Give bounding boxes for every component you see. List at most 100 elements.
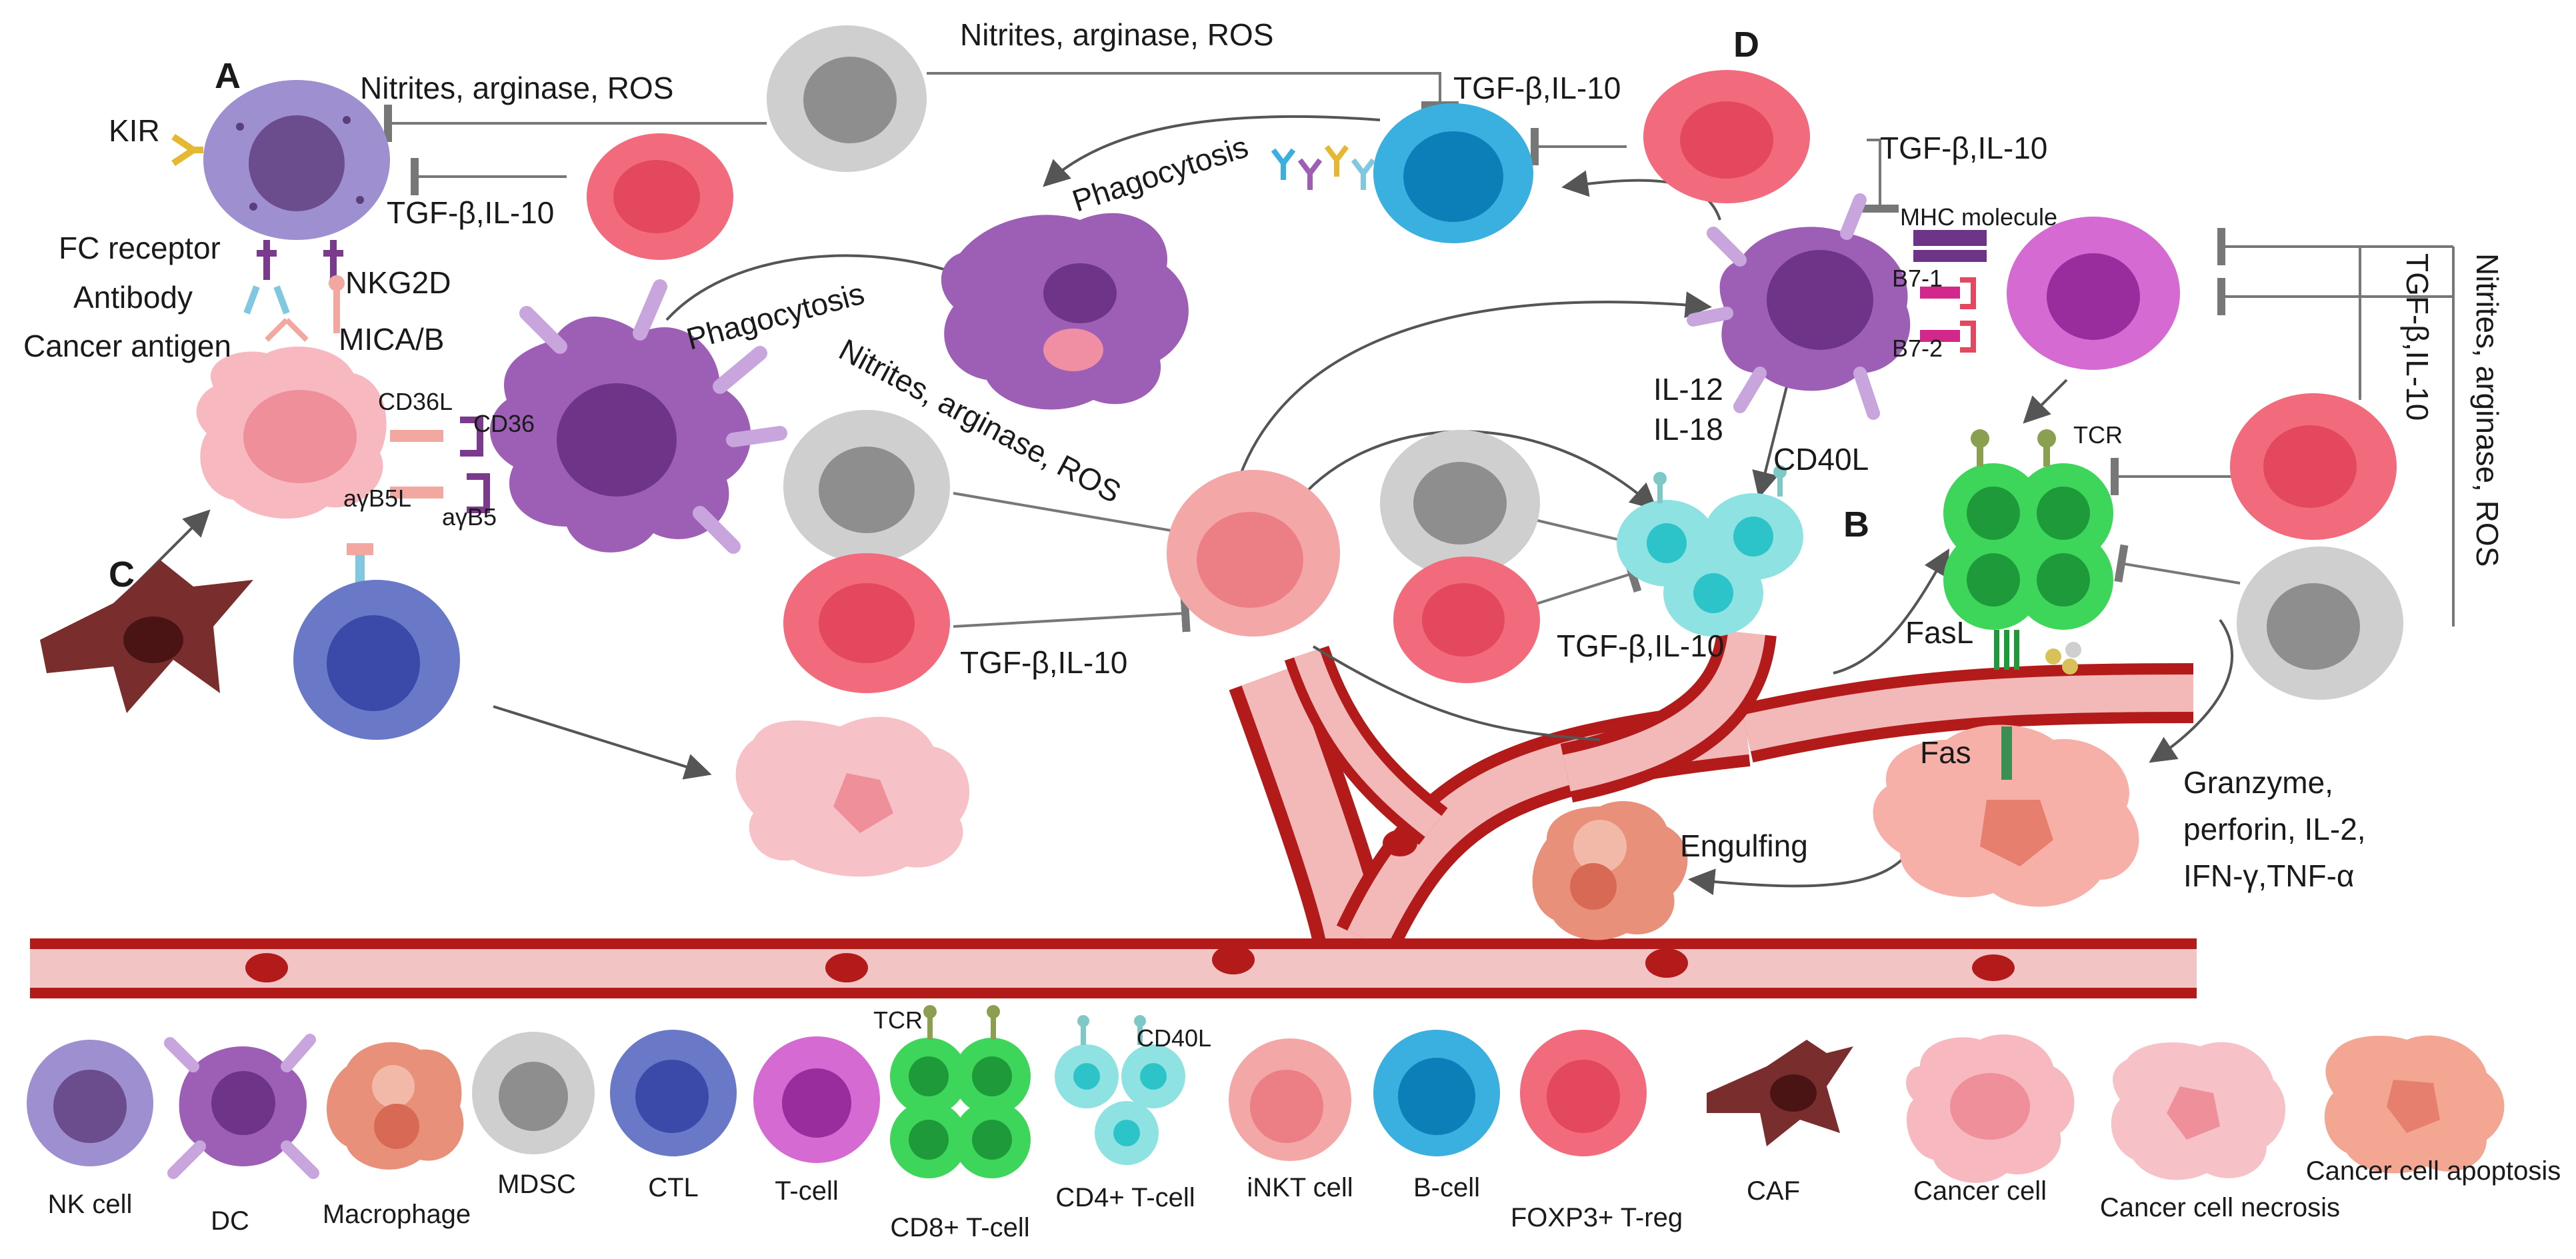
cd8-tcell-cluster bbox=[1943, 429, 2113, 674]
section-letter-d: D bbox=[1733, 25, 1759, 65]
treg-right bbox=[2230, 393, 2397, 540]
label-il12: IL-12 bbox=[1653, 372, 1723, 407]
legend-item-nk: NK cell bbox=[27, 1040, 153, 1219]
treg-d bbox=[1643, 70, 1810, 203]
label-antibody: Antibody bbox=[73, 280, 193, 315]
label-avb5: aγB5 bbox=[442, 503, 497, 531]
label-nitrites-top: Nitrites, arginase, ROS bbox=[960, 17, 1273, 52]
label-granzyme-1: Granzyme, bbox=[2183, 765, 2333, 800]
legend: NK cell DC Macrophage MDSC CTL T-cel bbox=[27, 1005, 2561, 1242]
mdsc-right bbox=[2237, 547, 2403, 700]
label-mica-b: MICA/B bbox=[339, 322, 444, 357]
legend-item-cancer: Cancer cell bbox=[1906, 1034, 2075, 1206]
legend-label-tcell: T-cell bbox=[775, 1176, 839, 1206]
cancer-cell-apoptosis-fas bbox=[1873, 724, 2139, 907]
macrophage-engulfing bbox=[1532, 800, 1688, 940]
dc-top bbox=[941, 213, 1189, 410]
label-fas: Fas bbox=[1920, 735, 1971, 770]
label-b7-2: B7-2 bbox=[1892, 335, 1943, 362]
legend-item-apoptosis: Cancer cell apoptosis bbox=[2306, 1035, 2561, 1186]
kir-receptor bbox=[171, 133, 203, 167]
legend-cd40l-label: CD40L bbox=[1137, 1024, 1211, 1052]
macrophage-dc-mid bbox=[490, 279, 787, 554]
label-cancer-antigen: Cancer antigen bbox=[23, 329, 231, 363]
label-fc-receptor: FC receptor bbox=[59, 231, 221, 265]
label-granzyme-3: IFN-γ,TNF-α bbox=[2183, 858, 2355, 893]
mdsc-b bbox=[1380, 430, 1540, 577]
label-tgf-d: TGF-β,IL-10 bbox=[1880, 131, 2047, 165]
legend-label-ctl: CTL bbox=[648, 1173, 699, 1202]
label-tgf-a: TGF-β,IL-10 bbox=[387, 195, 554, 230]
mdsc-a bbox=[767, 25, 927, 172]
legend-item-ctl: CTL bbox=[610, 1030, 737, 1202]
mhc-b7-synapse bbox=[1913, 230, 1987, 353]
legend-item-mdsc: MDSC bbox=[472, 1032, 595, 1199]
label-right-tgf: TGF-β,IL-10 bbox=[2400, 253, 2435, 421]
label-kir: KIR bbox=[109, 113, 160, 148]
label-nkg2d: NKG2D bbox=[345, 265, 451, 300]
legend-item-macrophage: Macrophage bbox=[323, 1042, 471, 1229]
legend-label-cd4: CD4+ T-cell bbox=[1055, 1183, 1195, 1212]
label-phagocytosis-mid: Phagocytosis bbox=[683, 276, 868, 357]
legend-label-inkt: iNKT cell bbox=[1247, 1173, 1353, 1202]
legend-label-nk: NK cell bbox=[48, 1190, 133, 1219]
label-tgf-b: TGF-β,IL-10 bbox=[1557, 629, 1724, 663]
legend-label-caf: CAF bbox=[1747, 1176, 1800, 1206]
treg-mid bbox=[783, 553, 950, 693]
label-granzyme-2: perforin, IL-2, bbox=[2183, 812, 2366, 846]
legend-label-necrosis: Cancer cell necrosis bbox=[2100, 1193, 2340, 1222]
label-fasl: FasL bbox=[1905, 615, 1973, 650]
legend-item-tcell: T-cell bbox=[753, 1036, 880, 1206]
legend-label-cancer: Cancer cell bbox=[1913, 1176, 2047, 1206]
legend-label-bcell: B-cell bbox=[1413, 1173, 1480, 1202]
legend-label-treg: FOXP3+ T-reg bbox=[1511, 1203, 1683, 1232]
label-right-nitrites: Nitrites, arginase, ROS bbox=[2470, 253, 2505, 567]
section-letter-b: B bbox=[1843, 505, 1869, 545]
cd36-receptor bbox=[347, 417, 490, 600]
dc-d bbox=[1687, 193, 1911, 420]
label-il18: IL-18 bbox=[1653, 412, 1723, 447]
label-nitrites-a: Nitrites, arginase, ROS bbox=[360, 71, 673, 105]
legend-label-cd8: CD8+ T-cell bbox=[890, 1213, 1029, 1242]
cancer-cell-a bbox=[196, 347, 387, 519]
label-tgf-top: TGF-β,IL-10 bbox=[1453, 71, 1621, 105]
label-cd40l: CD40L bbox=[1773, 442, 1869, 477]
ctl-cell-c bbox=[293, 580, 460, 740]
blood-vessel bbox=[30, 629, 2197, 998]
legend-label-apoptosis: Cancer cell apoptosis bbox=[2306, 1156, 2561, 1186]
label-mhc: MHC molecule bbox=[1900, 203, 2057, 231]
label-b7-1: B7-1 bbox=[1892, 265, 1943, 292]
mdsc-mid bbox=[783, 410, 950, 563]
legend-item-dc: DC bbox=[164, 1034, 319, 1236]
legend-label-macrophage: Macrophage bbox=[323, 1200, 471, 1229]
inkt-cell bbox=[1167, 470, 1340, 636]
section-letter-a: A bbox=[215, 56, 241, 96]
label-cd36l: CD36L bbox=[378, 388, 453, 415]
interaction-arrows bbox=[92, 72, 2455, 896]
label-avb5l: aγB5L bbox=[343, 485, 411, 512]
section-letter-c: C bbox=[109, 555, 135, 595]
legend-item-inkt: iNKT cell bbox=[1229, 1038, 1353, 1202]
label-phagocytosis-top: Phagocytosis bbox=[1068, 129, 1252, 219]
cd4-tcell-cluster bbox=[1617, 465, 1803, 636]
legend-item-cd4: CD40L CD4+ T-cell bbox=[1055, 1015, 1211, 1212]
legend-label-mdsc: MDSC bbox=[497, 1170, 576, 1199]
legend-item-cd8: TCR CD8+ T-cell bbox=[873, 1005, 1031, 1242]
bcell-top bbox=[1373, 103, 1533, 243]
caf-cell bbox=[40, 560, 253, 713]
legend-item-necrosis: Cancer cell necrosis bbox=[2100, 1042, 2340, 1222]
legend-item-treg: FOXP3+ T-reg bbox=[1511, 1030, 1683, 1232]
label-tgf-mid: TGF-β,IL-10 bbox=[960, 645, 1127, 680]
legend-label-dc: DC bbox=[211, 1206, 249, 1236]
label-tcr: TCR bbox=[2073, 421, 2123, 449]
label-engulfing: Engulfing bbox=[1680, 828, 1808, 863]
cancer-cell-necrosis-mid bbox=[735, 716, 970, 877]
treg-a bbox=[587, 133, 733, 260]
receptor-stalks-a bbox=[243, 240, 345, 342]
tcell-d bbox=[2007, 217, 2180, 370]
legend-tcr-label: TCR bbox=[873, 1006, 923, 1034]
label-cd36: CD36 bbox=[473, 410, 535, 437]
legend-item-bcell: B-cell bbox=[1373, 1030, 1500, 1202]
nk-cell-a bbox=[203, 80, 390, 240]
